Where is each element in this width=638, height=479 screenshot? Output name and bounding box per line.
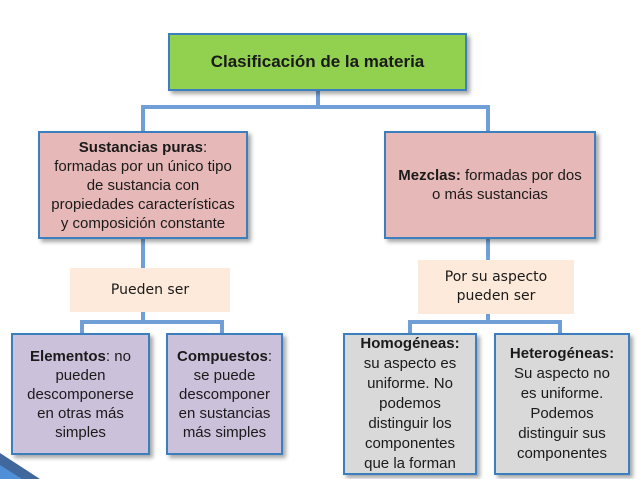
sustancias-heading: Sustancias puras xyxy=(78,138,204,156)
title-text: Clasificación de la materia xyxy=(210,52,425,71)
elementos-line-1: pueden xyxy=(55,366,106,384)
homogeneas-line-5: componentes xyxy=(364,435,456,452)
heterogeneas-box: Heterogéneas: Su aspecto no es uniforme.… xyxy=(494,333,630,475)
pueden-ser-text: Pueden ser xyxy=(110,281,190,298)
slide-corner-decoration xyxy=(0,453,40,479)
heterogeneas-line-2: es uniforme. xyxy=(520,385,604,402)
homogeneas-line-1: su aspecto es xyxy=(363,355,457,372)
mezclas-line-1-rest: formadas por dos xyxy=(460,167,582,184)
homogeneas-heading: Homogéneas: xyxy=(360,335,460,352)
compuestos-box: Compuestos: se puede descomponer en sust… xyxy=(166,333,283,455)
heterogeneas-line-4: distinguir sus xyxy=(518,425,606,442)
mezclas-line-1: Mezclas: formadas por dos xyxy=(398,166,581,185)
elementos-line-4: simples xyxy=(55,423,106,441)
por-su-aspecto-line-1: Por su aspecto xyxy=(444,269,548,285)
elementos-heading-line: Elementos: no xyxy=(30,347,131,366)
mezclas-line-2: o más sustancias xyxy=(432,186,548,203)
pueden-ser-tag: Pueden ser xyxy=(70,268,230,312)
mezclas-heading: Mezclas: xyxy=(398,167,461,184)
homogeneas-line-2: uniforme. No xyxy=(367,375,453,392)
elementos-line-3: en otras más xyxy=(37,404,124,422)
elementos-box: Elementos: no pueden descomponerse en ot… xyxy=(11,333,150,455)
homogeneas-line-4: distinguir los xyxy=(368,415,452,432)
sustancias-line-2: de sustancia con xyxy=(86,176,200,194)
sustancias-puras-box: Sustancias puras: formadas por un único … xyxy=(38,131,248,239)
compuestos-heading-line: Compuestos: xyxy=(177,347,272,366)
sustancias-line-1: formadas por un único tipo xyxy=(54,157,232,175)
elementos-heading-rest: : no xyxy=(105,347,131,365)
heterogeneas-heading-line: Heterogéneas: xyxy=(510,344,614,364)
homogeneas-box: Homogéneas: su aspecto es uniforme. No p… xyxy=(343,333,477,475)
mezclas-box: Mezclas: formadas por dos o más sustanci… xyxy=(384,131,596,239)
homogeneas-line-6: que la forman xyxy=(364,455,456,472)
por-su-aspecto-line-2: pueden ser xyxy=(456,288,536,304)
heterogeneas-heading: Heterogéneas: xyxy=(509,345,615,362)
compuestos-line-4: más simples xyxy=(182,423,267,441)
sustancias-line-4: y composición constante xyxy=(60,214,226,232)
heterogeneas-line-1: Su aspecto no xyxy=(514,365,610,382)
homogeneas-heading-line: Homogéneas: xyxy=(360,334,459,354)
heterogeneas-line-5: componentes xyxy=(516,445,608,462)
homogeneas-line-3: podemos xyxy=(379,395,441,412)
compuestos-heading-rest: : xyxy=(267,347,272,365)
compuestos-heading: Compuestos xyxy=(176,347,268,365)
compuestos-line-1: se puede xyxy=(193,366,256,384)
elementos-heading: Elementos xyxy=(30,347,106,365)
heterogeneas-line-3: Podemos xyxy=(530,405,594,422)
compuestos-line-2: descomponer xyxy=(179,385,270,403)
sustancias-colon: : xyxy=(203,138,208,156)
elementos-line-2: descomponerse xyxy=(27,385,134,403)
sustancias-heading-line: Sustancias puras: xyxy=(79,138,207,157)
compuestos-line-3: en sustancias xyxy=(178,404,271,422)
sustancias-line-3: propiedades características xyxy=(51,195,235,213)
por-su-aspecto-tag: Por su aspecto pueden ser xyxy=(418,260,574,314)
title-box: Clasificación de la materia xyxy=(168,33,467,91)
